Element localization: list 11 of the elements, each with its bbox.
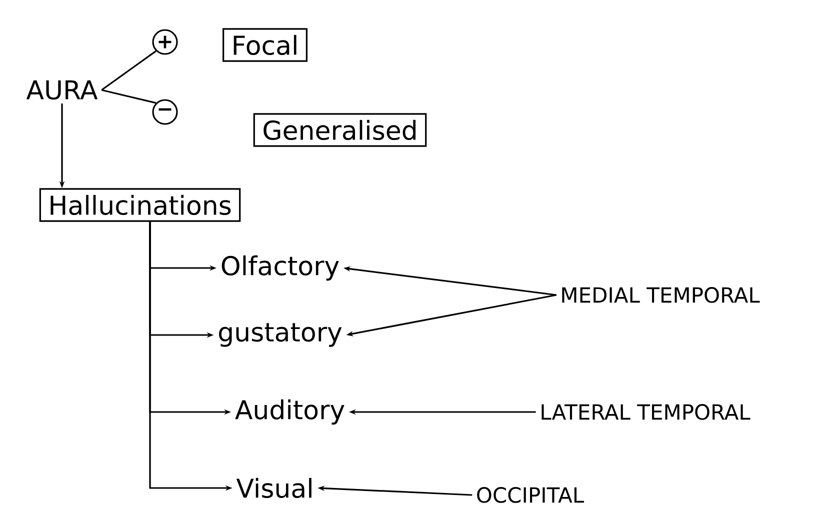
handwritten-text: AURA bbox=[26, 80, 98, 100]
handwritten-text: MEDIAL TEMPORAL bbox=[562, 287, 760, 303]
handwritten-text: OCCIPITAL bbox=[477, 487, 584, 503]
handwritten-text: gustatory bbox=[219, 323, 342, 347]
text-box: Generalised bbox=[253, 113, 427, 147]
handwritten-text: Olfactory bbox=[222, 255, 339, 281]
handwritten-text: Visual bbox=[236, 478, 312, 498]
handwritten-text: Auditory bbox=[235, 399, 344, 425]
handwritten-text: LATERAL TEMPORAL bbox=[542, 404, 750, 420]
text-box: Focal bbox=[222, 28, 308, 62]
text-box: Hallucinations bbox=[39, 188, 241, 222]
